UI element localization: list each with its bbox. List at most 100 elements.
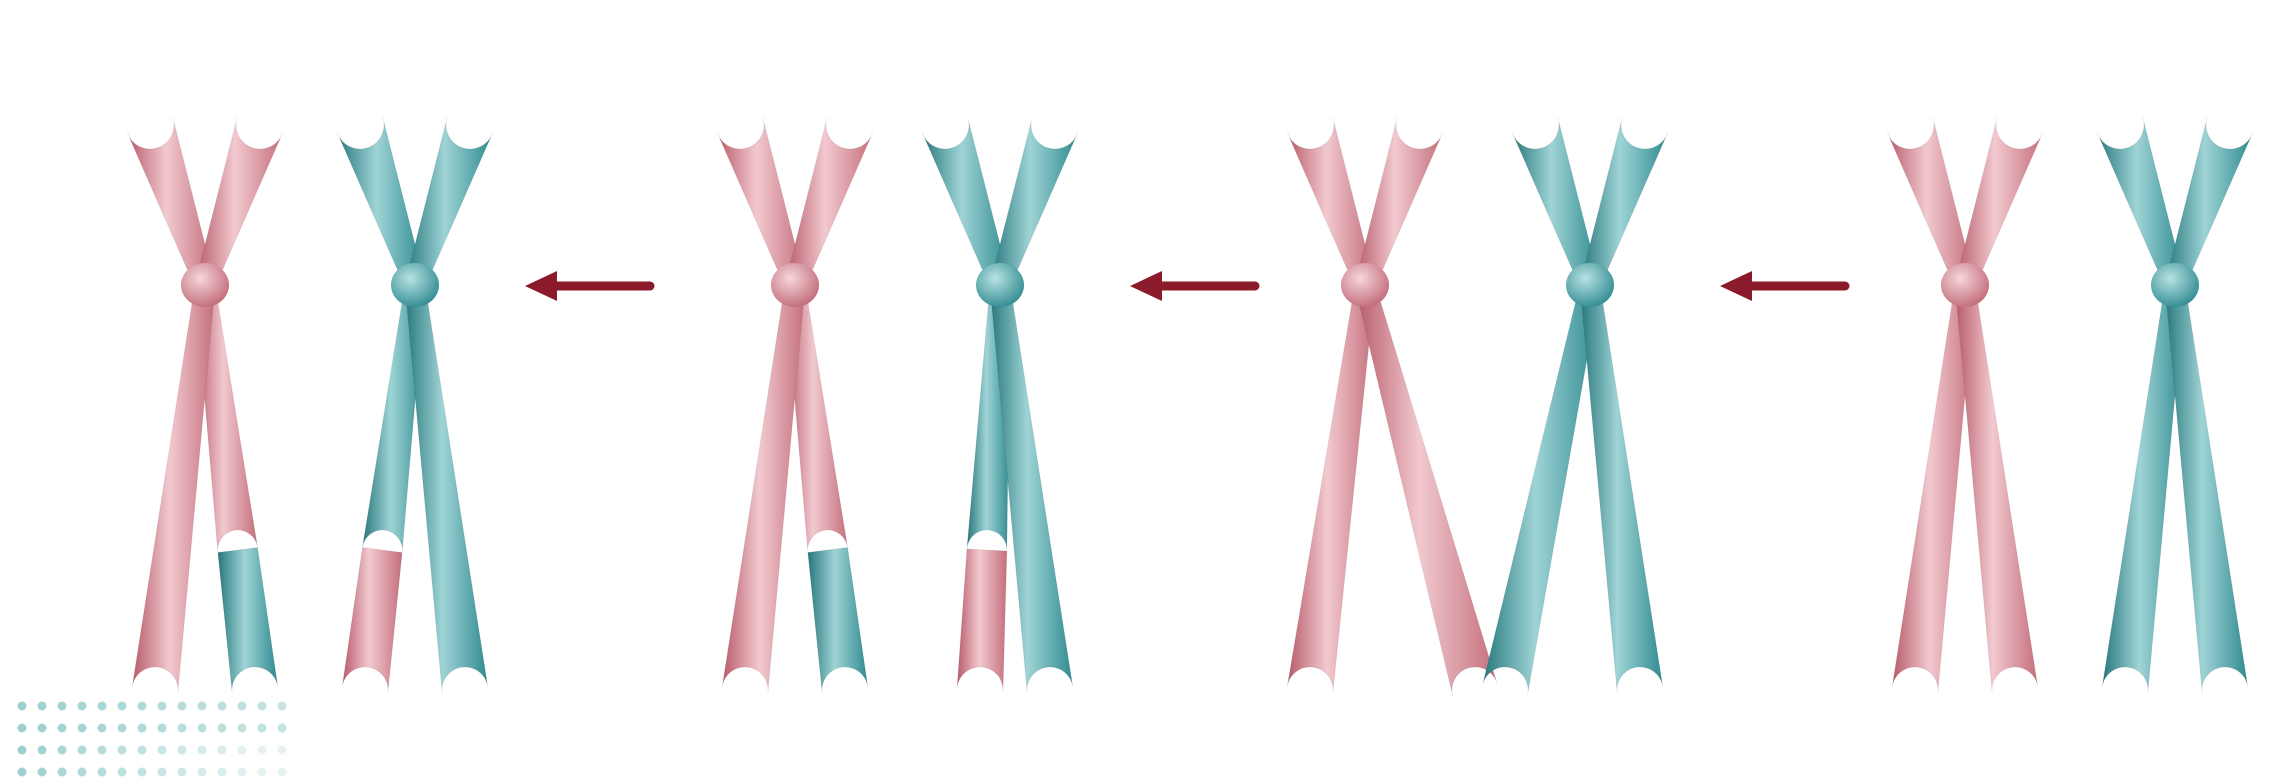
decoration-dot bbox=[238, 724, 247, 733]
decoration-dot bbox=[18, 768, 27, 777]
decoration-dot bbox=[278, 724, 287, 733]
chromatid-upper-right-arm bbox=[991, 117, 1078, 288]
decoration-dot bbox=[78, 702, 87, 711]
centromere bbox=[976, 263, 1024, 307]
arrows-layer bbox=[525, 271, 1845, 301]
chromatid-lower-right-arm bbox=[1355, 282, 1497, 696]
decoration-dot bbox=[198, 724, 207, 733]
decoration-dot bbox=[178, 746, 187, 755]
arrow-left-2 bbox=[1130, 271, 1255, 301]
paternal-chromosome bbox=[922, 117, 1077, 693]
exchanged-segment bbox=[808, 548, 868, 693]
decoration-dot bbox=[58, 746, 67, 755]
centromere bbox=[181, 263, 229, 307]
chromatid-lower-right-arm bbox=[405, 284, 488, 693]
decoration-dot bbox=[98, 746, 107, 755]
decoration-dot bbox=[258, 768, 267, 777]
decoration-dot bbox=[158, 724, 167, 733]
decoration-dot bbox=[38, 746, 47, 755]
decoration-dot bbox=[58, 768, 67, 777]
chromatid-lower-right-arm bbox=[1580, 284, 1663, 693]
paternal-chromosome bbox=[337, 117, 492, 693]
arrow-left-3 bbox=[1720, 271, 1845, 301]
centromere bbox=[771, 263, 819, 307]
recombined-chromosomes bbox=[127, 117, 492, 693]
chromatid-upper-right-arm bbox=[406, 117, 493, 288]
decoration-dot bbox=[158, 702, 167, 711]
decoration-dot bbox=[138, 768, 147, 777]
chromatid-upper-right-arm bbox=[1956, 117, 2043, 288]
decoration-dot bbox=[238, 702, 247, 711]
decoration-dot bbox=[18, 702, 27, 711]
centromere bbox=[391, 263, 439, 307]
decoration-dot bbox=[138, 702, 147, 711]
decoration-dot bbox=[178, 702, 187, 711]
decoration-dot bbox=[238, 768, 247, 777]
chromatid-lower-left-arm bbox=[1287, 284, 1375, 693]
decoration-dot bbox=[178, 724, 187, 733]
chromatid-upper-right-arm bbox=[196, 117, 283, 288]
decoration-dot bbox=[258, 746, 267, 755]
decoration-dot bbox=[38, 768, 47, 777]
decoration-dot bbox=[18, 724, 27, 733]
decoration-dot bbox=[98, 768, 107, 777]
exchanged-segment bbox=[218, 548, 278, 693]
chromatid-upper-right-arm bbox=[1581, 117, 1668, 288]
centromere bbox=[2151, 263, 2199, 307]
decoration-dot bbox=[98, 724, 107, 733]
arrow-left-1 bbox=[525, 271, 650, 301]
decoration-dot bbox=[218, 702, 227, 711]
exchanged-segment bbox=[342, 548, 402, 693]
paternal-chromosome bbox=[1482, 117, 1667, 695]
decoration-dot bbox=[258, 702, 267, 711]
decoration-dot bbox=[278, 768, 287, 777]
centromere bbox=[1566, 263, 1614, 307]
decoration-dot bbox=[78, 724, 87, 733]
decoration-dot bbox=[218, 768, 227, 777]
decoration-dot bbox=[38, 702, 47, 711]
decoration-dot bbox=[18, 746, 27, 755]
decoration-dot bbox=[218, 724, 227, 733]
exchanged-segment bbox=[957, 549, 1007, 691]
decoration-dot bbox=[118, 768, 127, 777]
decoration-dot bbox=[158, 768, 167, 777]
decoration-dot bbox=[258, 724, 267, 733]
decoration-dot bbox=[138, 724, 147, 733]
maternal-chromosome bbox=[1887, 117, 2042, 693]
chromatid-lower-left-arm bbox=[722, 284, 805, 693]
chromatid-upper-right-arm bbox=[2166, 117, 2253, 288]
decoration-dot bbox=[178, 768, 187, 777]
decoration-dot bbox=[58, 702, 67, 711]
decoration-dot bbox=[118, 724, 127, 733]
decoration-dot bbox=[38, 724, 47, 733]
decoration-dot bbox=[118, 746, 127, 755]
decoration-dot bbox=[198, 746, 207, 755]
maternal-chromosome bbox=[1287, 117, 1497, 696]
decoration-dot bbox=[278, 746, 287, 755]
decoration-dot bbox=[98, 702, 107, 711]
chromatid-upper-right-arm bbox=[1356, 117, 1443, 288]
decoration-dot bbox=[138, 746, 147, 755]
decoration-dot bbox=[78, 768, 87, 777]
chromatid-lower-left-arm bbox=[132, 284, 215, 693]
stages-layer bbox=[127, 117, 2252, 696]
maternal-chromosome bbox=[127, 117, 282, 693]
decoration-dot bbox=[218, 746, 227, 755]
crossing-over-chromosomes bbox=[1287, 117, 1667, 696]
decoration-dot bbox=[78, 746, 87, 755]
maternal-chromosome bbox=[717, 117, 872, 693]
centromere bbox=[1941, 263, 1989, 307]
exchange-chromosomes bbox=[717, 117, 1077, 693]
paternal-chromosome bbox=[2097, 117, 2252, 693]
centromere bbox=[1341, 263, 1389, 307]
decoration-dot bbox=[238, 746, 247, 755]
chromatid-upper-right-arm bbox=[786, 117, 873, 288]
chromatid-lower-left-arm bbox=[1482, 283, 1599, 695]
chromatid-lower-right-arm bbox=[2165, 284, 2248, 693]
decoration-dot bbox=[58, 724, 67, 733]
chromatid-lower-right-arm bbox=[1955, 284, 2038, 693]
dot-pattern-decoration bbox=[18, 702, 287, 777]
decoration-dot bbox=[198, 768, 207, 777]
homologous-pair bbox=[1887, 117, 2252, 693]
